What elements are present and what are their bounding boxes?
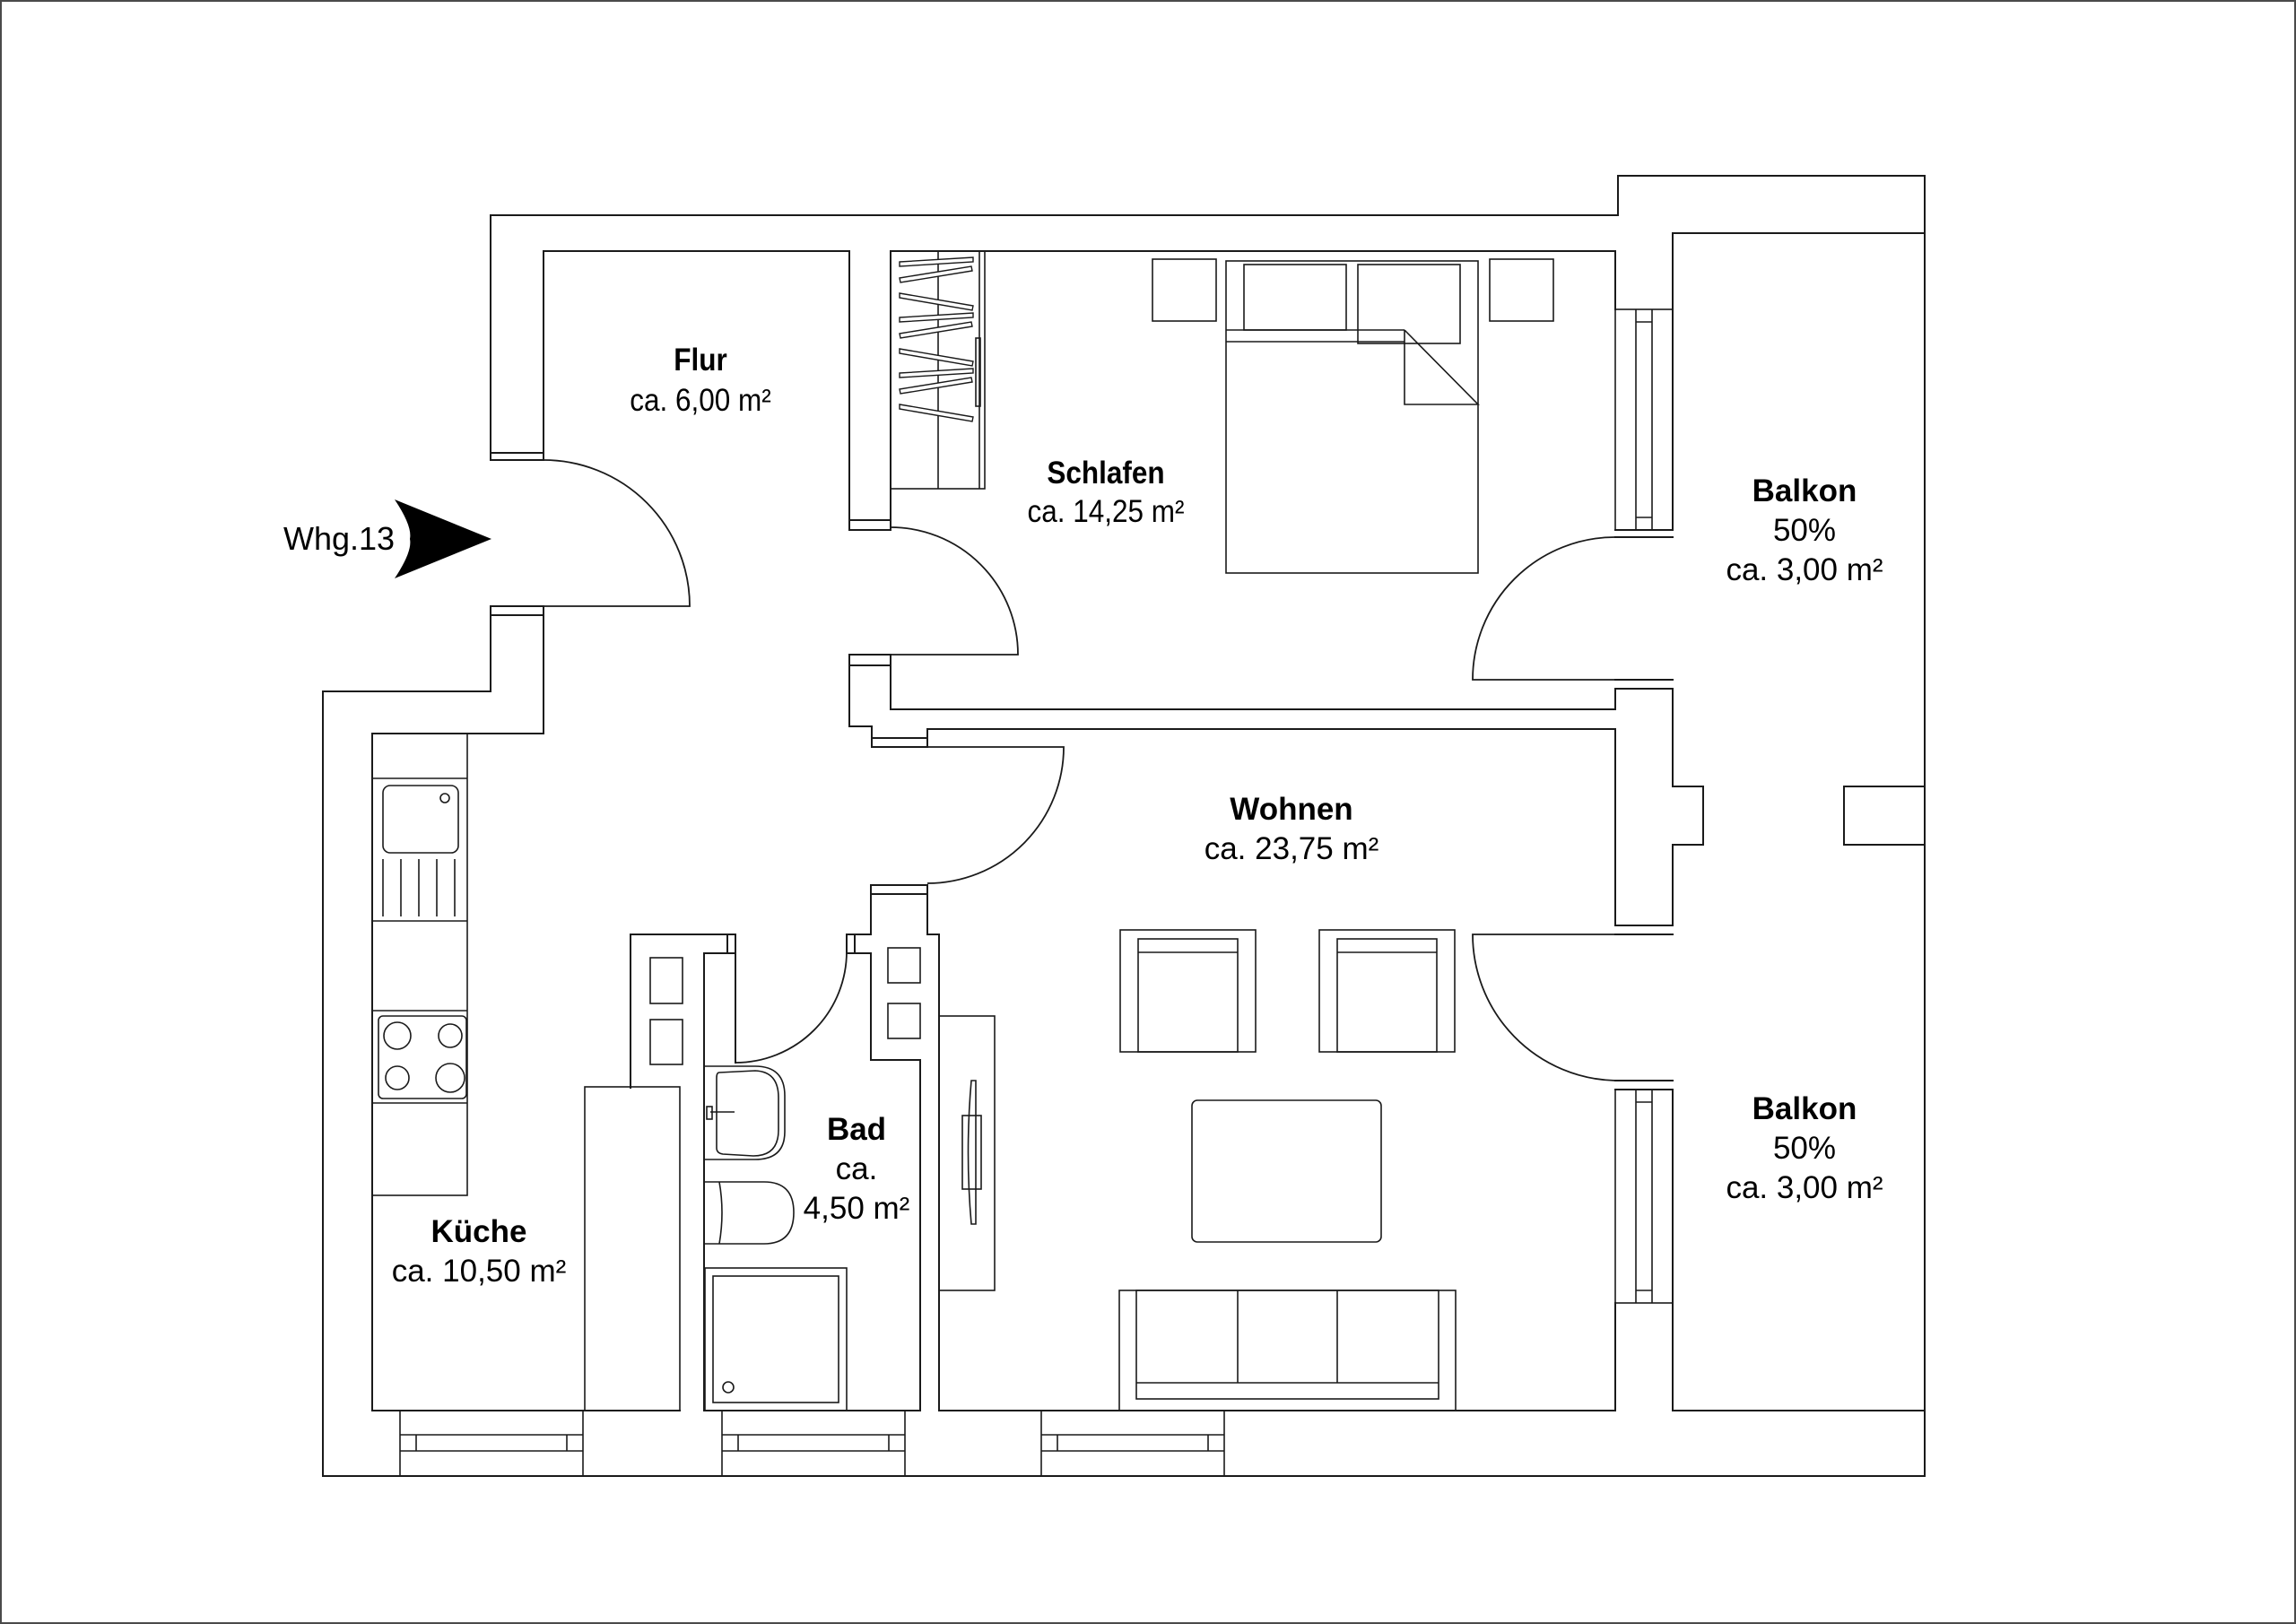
room-name: Schlafen: [1047, 456, 1164, 491]
door-balkon-unten: [1472, 934, 1616, 1081]
door-balkon-oben: [1472, 536, 1616, 681]
window-wohnen: [1040, 1410, 1225, 1477]
drainer: [382, 859, 456, 916]
room-area: ca. 10,50 m²: [392, 1254, 567, 1289]
room-name: Balkon: [1752, 1091, 1857, 1126]
room-name: Flur: [674, 343, 727, 378]
armchair: [1318, 929, 1456, 1053]
coffee-table: [1191, 1099, 1382, 1243]
room-area: ca. 3,00 m²: [1726, 552, 1883, 587]
double-bed: [1152, 258, 1554, 574]
room-area: ca. 14,25 m²: [1027, 495, 1184, 530]
door-schlafen: [890, 526, 1019, 656]
label-balkon-oben: Balkon 50% ca. 3,00 m²: [1726, 473, 1883, 587]
sink: [382, 785, 459, 854]
hangers: [899, 256, 974, 422]
tv-unit: [938, 1015, 996, 1291]
washbasin: [705, 1065, 786, 1160]
door-entrance: [543, 459, 691, 607]
inner-walls: [371, 232, 1926, 1411]
label-kueche: Küche ca. 10,50 m²: [392, 1214, 567, 1289]
windows: [399, 308, 1674, 1477]
armchair: [1119, 929, 1257, 1053]
room-area: 4,50 m²: [804, 1191, 910, 1226]
window-bad: [721, 1410, 906, 1477]
room-name: Balkon: [1752, 473, 1857, 508]
room-name: Bad: [827, 1112, 886, 1147]
window-wohnen-side: [1614, 1089, 1674, 1304]
room-area: ca. 6,00 m²: [630, 384, 771, 419]
door-bad: [735, 951, 848, 1064]
faucet: [706, 1106, 713, 1120]
tall-cabinet: [584, 1086, 681, 1411]
label-balkon-unten: Balkon 50% ca. 3,00 m²: [1726, 1091, 1883, 1205]
hob: [378, 1015, 467, 1099]
sofa: [1118, 1290, 1457, 1411]
label-wohnen: Wohnen ca. 23,75 m²: [1205, 792, 1379, 866]
bathroom-fixtures: [704, 1065, 848, 1411]
room-share: 50%: [1773, 1131, 1836, 1166]
living-room-furniture: [938, 929, 1457, 1411]
room-name: Küche: [431, 1214, 527, 1249]
toilet: [705, 1181, 795, 1245]
label-schlafen: Schlafen ca. 14,25 m²: [1027, 456, 1184, 530]
window-kueche: [399, 1410, 584, 1477]
label-flur: Flur ca. 6,00 m²: [630, 343, 771, 419]
wardrobe: [890, 250, 986, 490]
room-area-prefix: ca.: [836, 1151, 878, 1186]
door-wohnen: [926, 746, 1065, 884]
room-area: ca. 23,75 m²: [1205, 831, 1379, 866]
label-bad: Bad ca. 4,50 m²: [804, 1112, 910, 1226]
outer-walls: [322, 175, 1926, 1477]
room-name: Wohnen: [1230, 792, 1352, 827]
entrance-arrow-icon: [395, 499, 491, 578]
window-schlafen: [1614, 308, 1674, 531]
room-area: ca. 3,00 m²: [1726, 1170, 1883, 1205]
unit-label: Whg.13: [283, 520, 395, 557]
doors: [543, 459, 1616, 1081]
shower-tray: [704, 1267, 848, 1411]
room-share: 50%: [1773, 513, 1836, 548]
kitchen-counter: [371, 733, 468, 1196]
